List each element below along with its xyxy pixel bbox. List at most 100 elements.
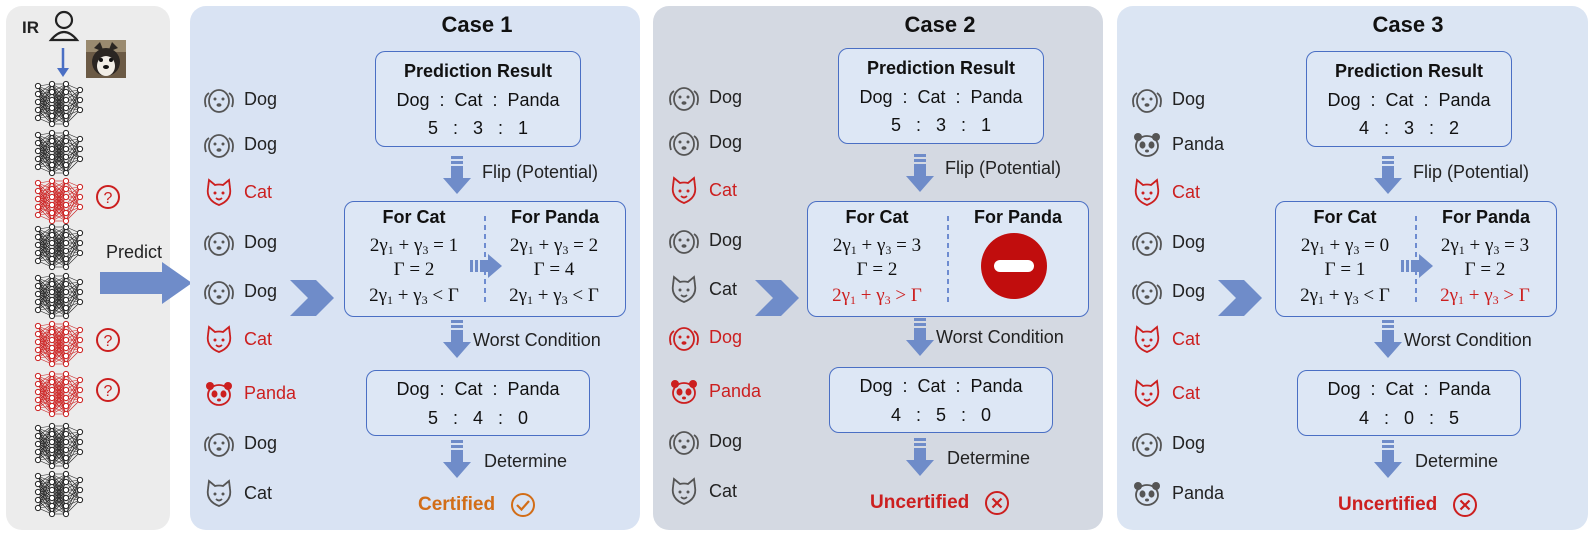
svg-text:?: ?	[104, 333, 113, 350]
animal-label: Cat	[1172, 383, 1201, 403]
condition-value: = 0	[1364, 235, 1390, 256]
dog-icon	[669, 230, 699, 254]
dog-icon	[204, 134, 234, 158]
transfer-arrow	[1401, 254, 1433, 278]
animal-label: Dog	[709, 327, 743, 347]
cat-gamma-value: Γ = 1	[1324, 259, 1366, 280]
animal-label: Panda	[1172, 134, 1225, 154]
input-arrow	[57, 48, 69, 77]
determine-label: Determine	[484, 451, 568, 471]
animal-label: Dog	[244, 232, 278, 252]
flip-label: Flip (Potential)	[482, 162, 599, 182]
flip-label: Flip (Potential)	[1413, 162, 1530, 182]
blocked-stop-icon	[981, 233, 1047, 299]
animal-label: Panda	[1172, 483, 1225, 503]
animal-label: Cat	[1172, 329, 1201, 349]
animal-label: Dog	[1172, 232, 1206, 252]
flip-label: Flip (Potential)	[945, 158, 1062, 178]
panda-gamma-value: Γ = 2	[1464, 259, 1506, 280]
class-header-row: Dog : Cat : Panda	[396, 90, 560, 110]
cat-icon	[671, 176, 697, 204]
cat-icon	[1134, 379, 1160, 407]
animal-label: Dog	[1172, 433, 1206, 453]
column-divider	[947, 216, 949, 306]
animal-label: Cat	[244, 329, 273, 349]
cat-icon	[671, 477, 697, 505]
cat-gamma-value: Γ = 2	[393, 259, 435, 280]
condition-value: = 1	[433, 235, 459, 256]
class-header-row: Dog : Cat : Panda	[859, 376, 1023, 396]
worst-condition-arrow	[906, 318, 934, 356]
cat-flip-condition: 2γ1 + γ3 < Γ	[1300, 285, 1390, 307]
chevron-arrow	[755, 280, 799, 316]
animal-label: Panda	[709, 381, 762, 401]
panda-icon	[1134, 482, 1160, 506]
svg-text:?: ?	[104, 190, 113, 207]
dog-icon	[1132, 433, 1162, 457]
animal-label: Panda	[244, 383, 297, 403]
animal-label: Dog	[709, 431, 743, 451]
animal-label: Dog	[244, 281, 278, 301]
for-panda-title: For Panda	[973, 207, 1062, 227]
worst-condition-label: Worst Condition	[936, 327, 1064, 347]
neural-network-stack: ???	[34, 80, 120, 518]
check-circle-icon	[511, 493, 535, 517]
animal-label: Cat	[244, 483, 273, 503]
neural-network-icon	[34, 272, 84, 320]
chevron-arrow	[290, 280, 334, 316]
condition-value: = 2	[573, 235, 599, 256]
dog-icon	[669, 87, 699, 111]
animal-label: Dog	[244, 433, 278, 453]
determine-label: Determine	[947, 448, 1031, 468]
animal-label: Dog	[709, 87, 743, 107]
determine-arrow	[443, 440, 471, 478]
dog-icon	[1132, 232, 1162, 256]
cat-vote-equation: 2γ1 + γ3 = 0	[1300, 235, 1390, 257]
certification-result: Uncertified	[870, 492, 970, 513]
worst-condition-label: Worst Condition	[1404, 330, 1532, 350]
cat-flip-condition: 2γ1 + γ3 < Γ	[369, 285, 459, 307]
dog-icon	[204, 281, 234, 305]
worst-vote-row: 5 : 4 : 0	[427, 408, 529, 428]
question-circle-icon: ?	[96, 185, 120, 209]
dog-icon	[1132, 89, 1162, 113]
animal-label: Cat	[709, 279, 738, 299]
animal-label: Cat	[1172, 182, 1201, 202]
cat-flip-condition: 2γ1 + γ3 > Γ	[832, 285, 922, 307]
dog-icon	[669, 132, 699, 156]
cat-gamma-value: Γ = 2	[856, 259, 898, 280]
certification-result: Uncertified	[1338, 494, 1438, 515]
case-title: Case 2	[904, 12, 976, 37]
animal-label: Cat	[244, 182, 273, 202]
panda-vote-equation: 2γ1 + γ3 = 3	[1440, 235, 1530, 257]
cat-icon	[1134, 325, 1160, 353]
neural-network-icon	[34, 470, 84, 518]
worst-condition-label: Worst Condition	[473, 330, 601, 350]
condition-value: = 3	[896, 235, 922, 256]
determine-arrow	[1374, 440, 1402, 478]
neural-network-icon: ?	[34, 320, 120, 368]
class-header-row: Dog : Cat : Panda	[1327, 379, 1491, 399]
flip-arrow	[443, 156, 471, 194]
prediction-result-title: Prediction Result	[866, 58, 1016, 78]
class-header-row: Dog : Cat : Panda	[859, 87, 1023, 107]
class-header-row: Dog : Cat : Panda	[1327, 90, 1491, 110]
cat-icon	[671, 275, 697, 303]
prediction-result-title: Prediction Result	[1334, 61, 1484, 81]
worst-vote-row: 4 : 0 : 5	[1358, 408, 1460, 428]
neural-network-icon: ?	[34, 177, 120, 225]
dog-icon	[204, 89, 234, 113]
panda-icon	[206, 382, 232, 406]
predict-arrow	[100, 262, 192, 304]
neural-network-icon	[34, 422, 84, 470]
input-image-husky-icon	[86, 40, 126, 78]
vote-count-row: 4 : 3 : 2	[1358, 118, 1460, 138]
determine-arrow	[906, 438, 934, 476]
for-cat-title: For Cat	[845, 207, 909, 227]
worst-condition-arrow	[443, 320, 471, 358]
neural-network-icon	[34, 80, 84, 128]
flip-arrow	[1374, 156, 1402, 194]
dog-icon	[669, 327, 699, 351]
